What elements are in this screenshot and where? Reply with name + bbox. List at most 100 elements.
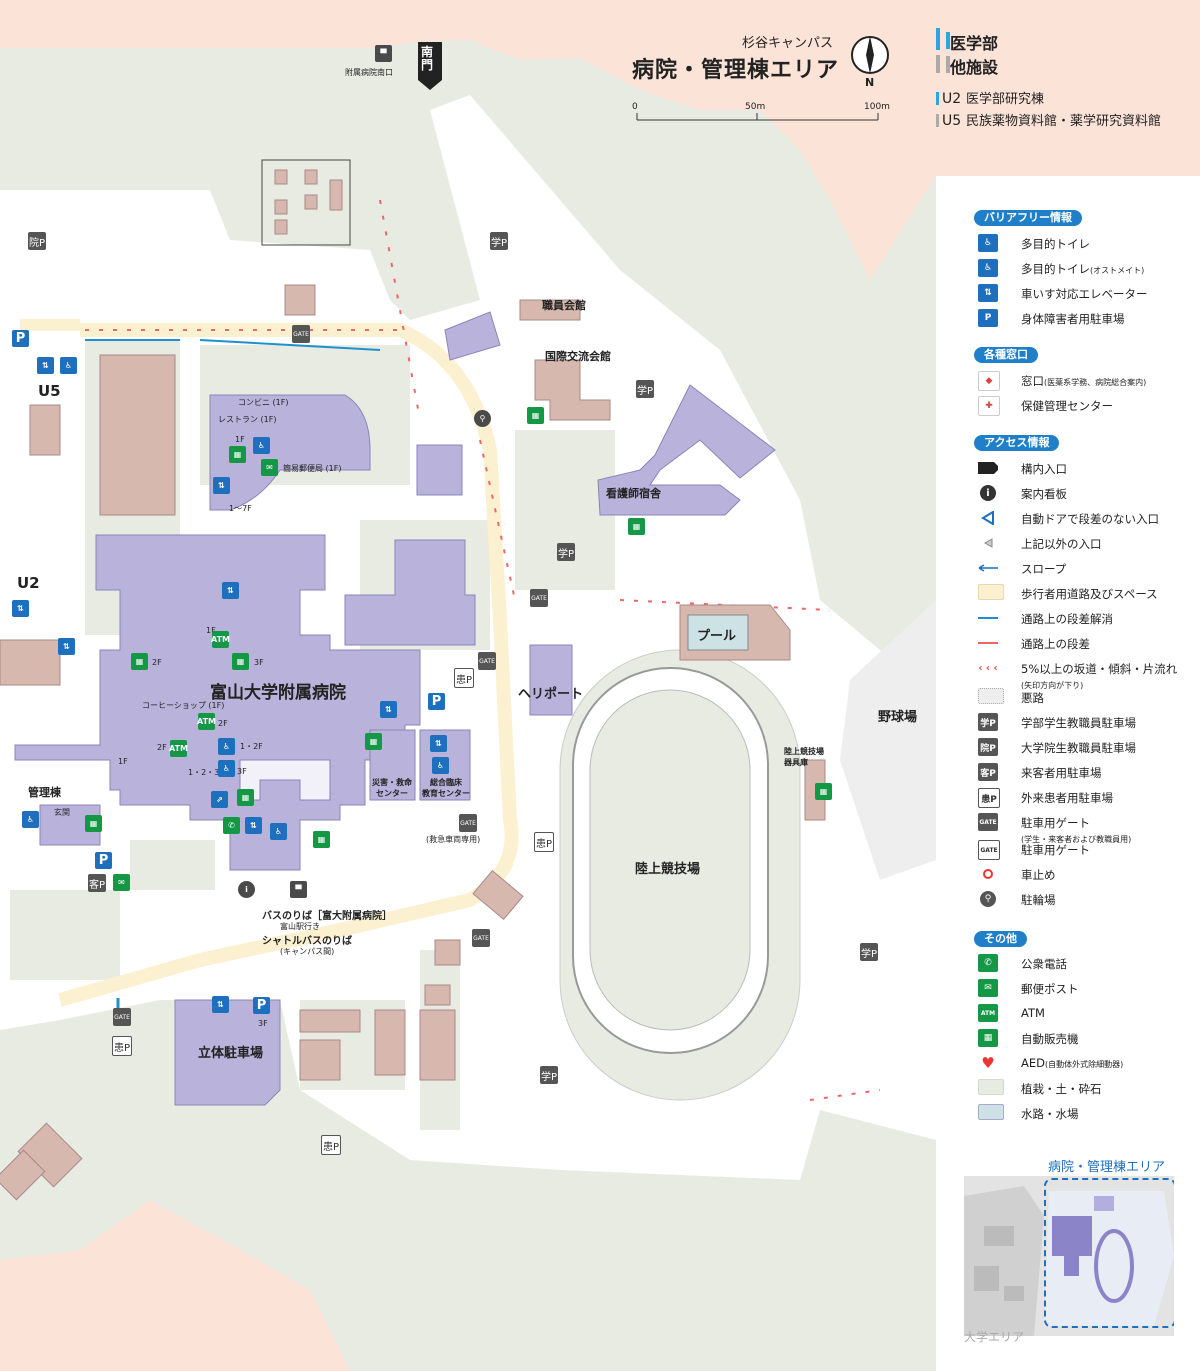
parking-patient: 患P bbox=[112, 1036, 132, 1056]
step-removed-icon bbox=[978, 609, 998, 627]
atm-icon: ATM bbox=[978, 1004, 998, 1022]
label-hospital-south-exit: 附属病院南口 bbox=[345, 68, 393, 77]
label-entrance: 玄関 bbox=[54, 808, 70, 817]
elevator-icon: ⇅ bbox=[37, 357, 54, 374]
label-convenience: コンビニ (1F) bbox=[238, 398, 289, 407]
wc-icon: ♿ bbox=[270, 823, 287, 840]
vending-icon: ▦ bbox=[815, 783, 832, 800]
label-pool: プール bbox=[697, 629, 737, 644]
scale-50: 50m bbox=[745, 102, 766, 112]
legend-item: 通路上の段差 bbox=[978, 634, 1198, 654]
scale-100: 100m bbox=[864, 102, 890, 112]
counter-icon: ◆ bbox=[978, 371, 1000, 391]
legend-section-other: その他 bbox=[974, 931, 1027, 947]
scale-0: 0 bbox=[632, 102, 638, 112]
building-convenience-area bbox=[209, 394, 371, 511]
vending-icon: ▦ bbox=[229, 446, 246, 463]
elevator-icon: ⇅ bbox=[213, 477, 230, 494]
elevator-icon: ⇅ bbox=[222, 582, 239, 599]
legend-item: 植栽・土・砕石 bbox=[978, 1079, 1198, 1099]
label-nurse-dorm: 看護師宿舎 bbox=[606, 487, 661, 500]
elevator-icon: ⇅ bbox=[430, 735, 447, 752]
patient-parking-icon: 患P bbox=[978, 788, 1000, 808]
minimap-title: 病院・管理棟エリア bbox=[1048, 1160, 1166, 1175]
accessible-parking-icon: P bbox=[428, 693, 445, 710]
vending-machine-icon: ▦ bbox=[978, 1029, 998, 1047]
label-floor-1f-c: 1F bbox=[118, 757, 128, 766]
gate-marker: GATE bbox=[113, 1008, 131, 1026]
parking-student: 学P bbox=[557, 543, 575, 561]
label-floor-1-7f: 1～7F bbox=[229, 504, 252, 513]
label-track: 陸上競技場 bbox=[635, 862, 701, 877]
wc-icon: ♿ bbox=[253, 437, 270, 454]
gate-marker: GATE bbox=[459, 814, 477, 832]
parking-patient: 患P bbox=[454, 668, 474, 688]
campus-entrance-icon bbox=[978, 459, 998, 477]
legend-item: ✆公衆電話 bbox=[978, 954, 1198, 974]
minimap-highlight bbox=[1044, 1178, 1174, 1328]
wc-icon: ♿ bbox=[218, 760, 235, 777]
legend-item: 水路・水場 bbox=[978, 1104, 1198, 1124]
ostomate-wc-icon: ♿ bbox=[978, 259, 998, 277]
aed-icon: ♥ bbox=[981, 1054, 995, 1072]
parking-patient: 患P bbox=[321, 1135, 341, 1155]
wc-icon: ♿ bbox=[218, 738, 235, 755]
category-medical: 医学部 bbox=[946, 30, 998, 54]
label-hospital: 富山大学附属病院 bbox=[210, 683, 346, 703]
legend-item: 自動ドアで段差のない入口 bbox=[978, 509, 1198, 529]
category-other: 他施設 bbox=[946, 54, 998, 78]
baseball-field bbox=[840, 600, 936, 880]
legend-item: ✚保健管理センター bbox=[978, 396, 1198, 416]
label-floor-1-2-3f: 1・2・3F bbox=[188, 768, 224, 777]
steep-slope-icon: ‹ ‹ ‹ bbox=[978, 662, 998, 674]
wc-icon: ♿ bbox=[978, 234, 998, 252]
label-restaurant: レストラン (1F) bbox=[218, 415, 277, 424]
legend-item: 歩行者用道路及びスペース bbox=[978, 584, 1198, 604]
legend-item: ⚲駐輪場 bbox=[978, 890, 1198, 910]
phone-icon: ✆ bbox=[223, 817, 240, 834]
minimap-bottom-label: 大学エリア bbox=[964, 1330, 1025, 1344]
parking-student: 学P bbox=[636, 380, 654, 398]
student-parking-icon: 学P bbox=[978, 713, 998, 731]
walkway-swatch bbox=[978, 584, 1004, 600]
parking-student: 学P bbox=[860, 943, 878, 961]
page-title: 病院・管理棟エリア bbox=[632, 58, 840, 83]
label-baseball: 野球場 bbox=[878, 710, 918, 725]
label-floor-3f-a: 3F bbox=[254, 658, 264, 667]
elevator-icon: ⇅ bbox=[978, 284, 998, 302]
parking-student: 学P bbox=[540, 1066, 558, 1084]
accessible-parking-icon: P bbox=[95, 852, 112, 869]
bollard-icon bbox=[978, 865, 998, 883]
atm-icon: ATM bbox=[169, 740, 188, 757]
legend-item: ◆窓口(医薬系学務、病院総合案内) bbox=[978, 371, 1198, 391]
label-u2: U2 bbox=[17, 574, 40, 592]
grad-parking-icon: 院P bbox=[978, 738, 998, 756]
vending-icon: ▦ bbox=[313, 831, 330, 848]
label-floor-3f-b: 3F bbox=[237, 767, 247, 776]
label-heliport: ヘリポート bbox=[518, 687, 584, 702]
gate-marker: GATE bbox=[530, 589, 548, 607]
label-u5: U5 bbox=[38, 382, 61, 400]
label-coffee: コーヒーショップ (1F) bbox=[142, 701, 225, 710]
legend-item: スロープ bbox=[978, 559, 1198, 579]
bicycle-icon: ⚲ bbox=[474, 410, 491, 427]
building-admin-north bbox=[99, 354, 176, 516]
vending-icon: ▦ bbox=[527, 407, 544, 424]
accessible-parking-icon: P bbox=[12, 330, 29, 347]
elevator-icon: ⇅ bbox=[12, 600, 29, 617]
legend-item: 車止め bbox=[978, 865, 1198, 885]
gate-marker: GATE bbox=[472, 929, 490, 947]
label-floor-2f-c: 2F bbox=[157, 743, 167, 752]
legend-item: 上記以外の入口 bbox=[978, 534, 1198, 554]
minimap[interactable] bbox=[964, 1176, 1174, 1336]
bus-icon: ▀ bbox=[375, 45, 392, 62]
wc-icon: ♿ bbox=[432, 757, 449, 774]
elevator-icon: ⇅ bbox=[58, 638, 75, 655]
label-ambulance-only: (救急車両専用) bbox=[426, 835, 481, 844]
